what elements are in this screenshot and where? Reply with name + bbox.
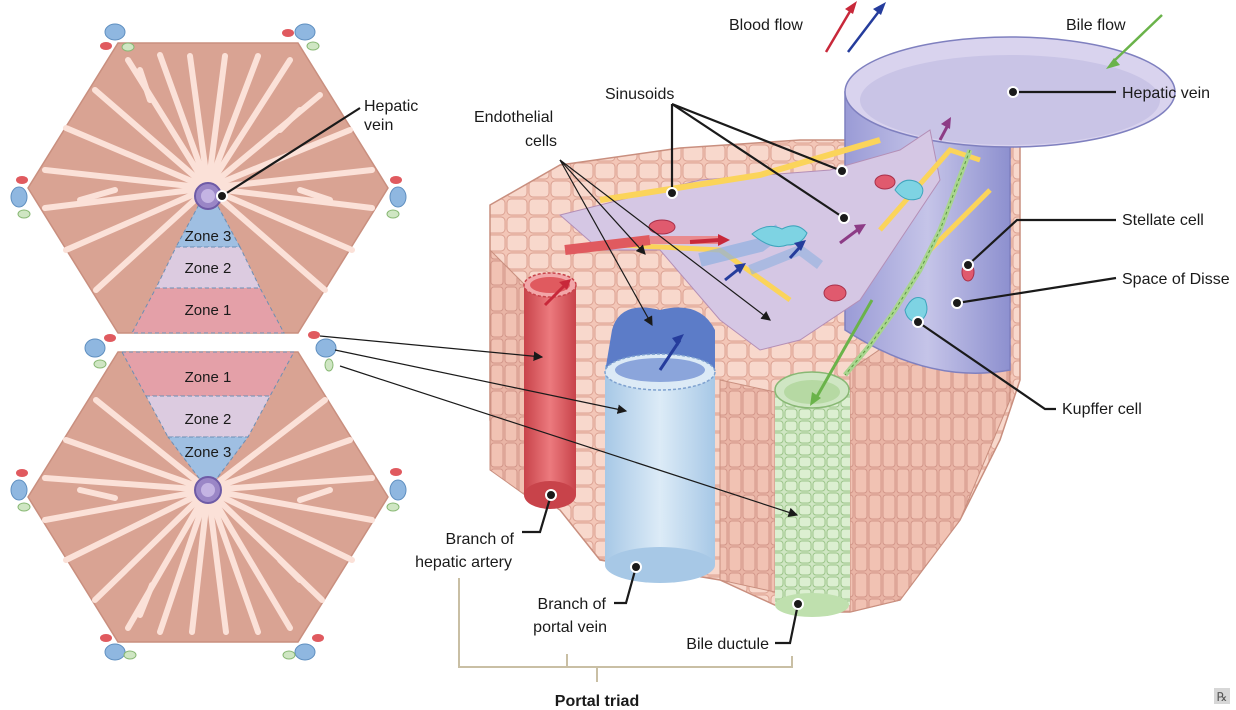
liver-3d-section bbox=[490, 37, 1175, 617]
blood-flow-label: Blood flow bbox=[729, 17, 803, 34]
tissue-front-face bbox=[490, 250, 525, 495]
portal-vein-label-1: Branch of bbox=[538, 596, 607, 613]
triad-right-bottom bbox=[387, 468, 406, 511]
rx-mark-text: ℞ bbox=[1217, 690, 1228, 704]
hepatic-artery-label-2: hepatic artery bbox=[415, 554, 512, 571]
zone2-label-bottom: Zone 2 bbox=[185, 411, 232, 428]
space-of-disse-label: Space of Disse bbox=[1122, 271, 1230, 288]
kupffer-cell-label: Kupffer cell bbox=[1062, 401, 1142, 418]
endothelial-cells-label-2: cells bbox=[525, 133, 557, 150]
lobule-top: Zone 3 Zone 2 Zone 1 bbox=[28, 43, 388, 333]
zone1-label-top: Zone 1 bbox=[185, 302, 232, 319]
zone3-label-top: Zone 3 bbox=[185, 228, 232, 245]
bile-flow-label: Bile flow bbox=[1066, 17, 1126, 34]
lobule-bottom: Zone 1 Zone 2 Zone 3 bbox=[28, 352, 388, 642]
triad-right-top bbox=[387, 176, 406, 218]
zone1-label-bottom: Zone 1 bbox=[185, 369, 232, 386]
zone2-label-top: Zone 2 bbox=[185, 260, 232, 277]
hepatic-vein-left-label-2: vein bbox=[364, 117, 393, 134]
bile-ductule-label: Bile ductule bbox=[686, 636, 769, 653]
bile-ductule bbox=[775, 372, 850, 617]
hepatic-vein-label: Hepatic vein bbox=[1122, 85, 1210, 102]
triad-left-top bbox=[11, 176, 30, 218]
portal-vein-branch bbox=[605, 308, 715, 584]
sinusoids-label: Sinusoids bbox=[605, 86, 674, 103]
endothelial-cells-label-1: Endothelial bbox=[474, 109, 553, 126]
blood-flow-legend: Blood flow bbox=[729, 1, 886, 52]
hepatic-artery-label-1: Branch of bbox=[446, 531, 515, 548]
portal-vein-label-2: portal vein bbox=[533, 619, 607, 636]
zone3-label-bottom: Zone 3 bbox=[185, 444, 232, 461]
hepatic-vein-left-label-1: Hepatic bbox=[364, 98, 418, 115]
triad-left-bottom bbox=[11, 469, 30, 511]
stellate-cell-label: Stellate cell bbox=[1122, 212, 1204, 229]
portal-triad-label: Portal triad bbox=[555, 693, 639, 710]
rx-mark: ℞ bbox=[1214, 688, 1230, 704]
